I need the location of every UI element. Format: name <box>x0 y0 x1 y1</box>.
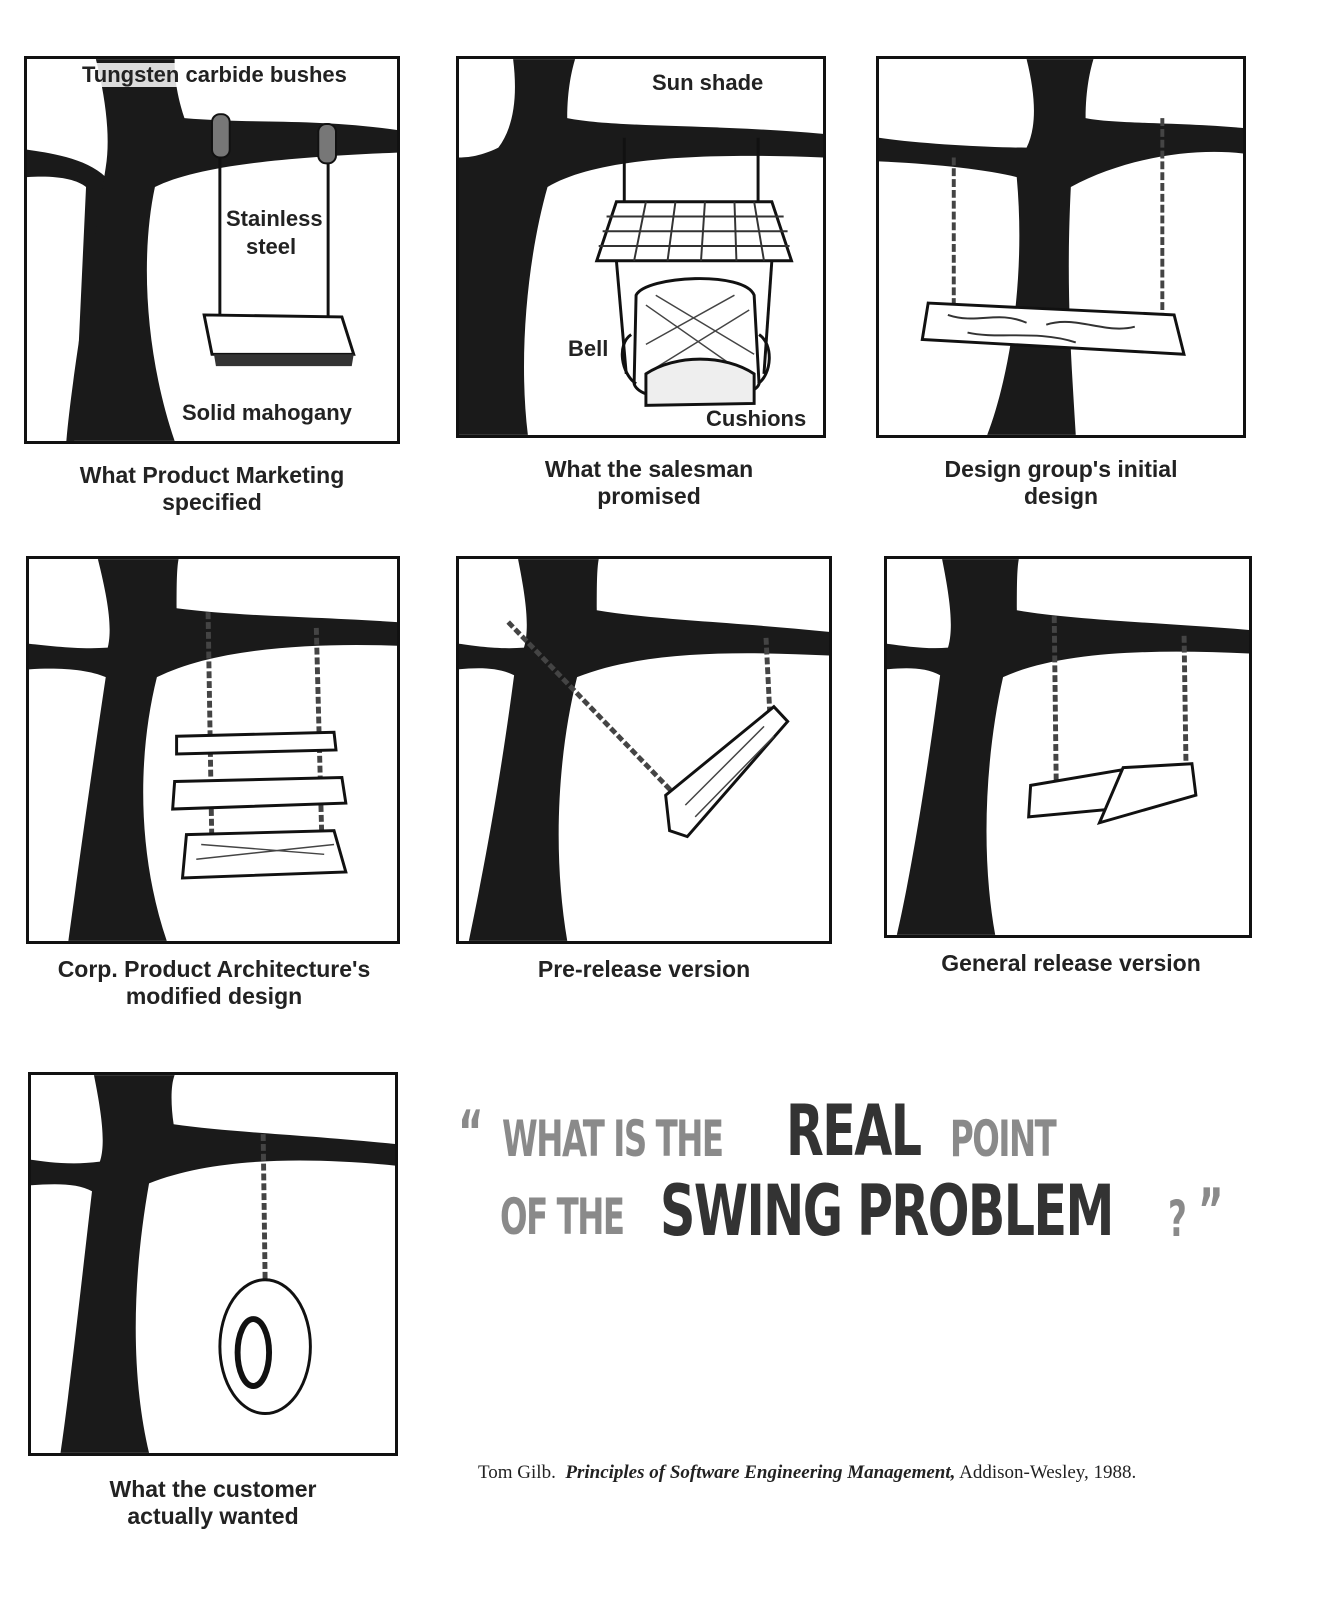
panel-salesman: Sun shade Bell Cushions <box>456 56 826 438</box>
label-sun-shade: Sun shade <box>652 70 764 95</box>
panel-design-initial <box>876 56 1246 438</box>
panel-pre-release <box>456 556 832 944</box>
panel-customer <box>28 1072 398 1456</box>
quote-line1-b: REAL <box>786 1090 922 1172</box>
citation-publisher: Addison-Wesley, 1988. <box>959 1462 1137 1483</box>
swing-illustration <box>459 59 823 435</box>
quote-line2-b: SWING PROBLEM <box>660 1170 1114 1252</box>
panel-architecture <box>26 556 400 944</box>
swing-illustration <box>29 559 397 941</box>
caption-panel-7: What the customer actually wanted <box>28 1476 398 1530</box>
caption-line: What Product Marketing <box>79 462 345 488</box>
caption-panel-2: What the salesman promised <box>456 456 842 510</box>
caption-panel-3: Design group's initial design <box>876 456 1246 510</box>
quote-line2-a: OF THE <box>500 1188 625 1246</box>
caption-line: Corp. Product Architecture's <box>57 956 371 982</box>
caption-line: What the customer <box>109 1476 317 1502</box>
caption-line: Design group's initial <box>944 456 1178 482</box>
caption-panel-6: General release version <box>884 950 1258 977</box>
caption-line: Pre-release version <box>537 956 751 982</box>
label-bell: Bell <box>565 337 612 361</box>
label-steel: steel <box>243 235 300 259</box>
swing-illustration <box>31 1075 395 1453</box>
caption-line: modified design <box>125 983 303 1009</box>
caption-line: actually wanted <box>127 1503 299 1529</box>
caption-line: What the salesman <box>544 456 754 482</box>
swing-illustration <box>27 59 397 441</box>
caption-line: design <box>1023 483 1099 509</box>
label-tungsten: Tungsten carbide bushes <box>79 63 350 87</box>
caption-line: promised <box>597 483 701 509</box>
label-mahogany: Solid mahogany <box>182 400 352 425</box>
caption-line: General release version <box>941 950 1201 976</box>
quote-line1-a: WHAT IS THE <box>502 1110 724 1168</box>
panel-product-marketing: Tungsten carbide bushes Stainless steel … <box>24 56 400 444</box>
quote-close-mark: ” <box>1198 1176 1224 1246</box>
caption-panel-4: Corp. Product Architecture's modified de… <box>14 956 414 1010</box>
panel-general-release <box>884 556 1252 938</box>
citation: Tom Gilb. Principles of Software Enginee… <box>478 1462 1136 1484</box>
label-cushions: Cushions <box>703 407 810 431</box>
caption-panel-1: What Product Marketing specified <box>24 462 400 516</box>
swing-illustration <box>887 559 1249 935</box>
caption-panel-5: Pre-release version <box>456 956 832 983</box>
caption-line: specified <box>162 489 262 515</box>
label-stainless: Stainless <box>223 207 326 231</box>
quote-open-mark: “ <box>458 1098 484 1168</box>
swing-illustration <box>459 559 829 941</box>
quote-line2-c: ? <box>1168 1190 1187 1248</box>
citation-title: Principles of Software Engineering Manag… <box>565 1462 956 1483</box>
quote-line1-c: POINT <box>950 1110 1057 1168</box>
swing-illustration <box>879 59 1243 435</box>
citation-author: Tom Gilb. <box>478 1462 556 1483</box>
